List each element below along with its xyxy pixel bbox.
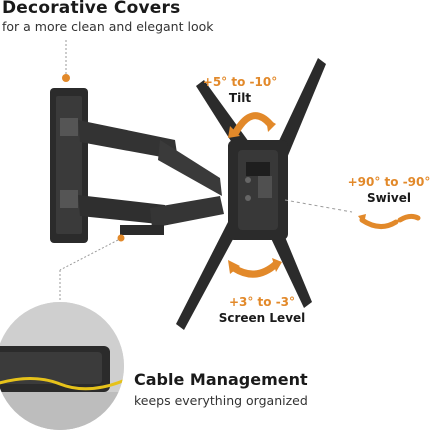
tilt-range: +5° to -10° — [202, 75, 278, 89]
tilt-callout: +5° to -10° Tilt — [200, 74, 280, 106]
callout-dot-icon — [62, 74, 70, 82]
cable-callout-dot — [117, 234, 125, 242]
level-callout: +3° to -3° Screen Level — [212, 294, 312, 326]
arm-bracket — [120, 225, 164, 235]
swivel-range: +90° to -90° — [347, 175, 431, 189]
upper-arm — [78, 120, 178, 160]
cable-management-title: Cable Management — [134, 370, 308, 389]
lower-arm-2 — [150, 196, 224, 228]
cover-hinge-top — [60, 118, 78, 136]
head-bolt — [258, 176, 272, 198]
head-screw-2 — [245, 177, 251, 183]
swivel-axis-line — [284, 199, 353, 213]
lower-arm — [78, 195, 168, 225]
cable-callout-line — [59, 239, 119, 271]
level-arrow-icon — [230, 260, 280, 278]
vesa-arm-br — [268, 220, 312, 308]
level-label: Screen Level — [218, 311, 306, 325]
head-screw — [245, 195, 251, 201]
head-slot-top — [246, 162, 270, 176]
cover-hinge-bottom — [60, 190, 78, 208]
vesa-arm-bl — [176, 222, 238, 330]
swivel-arrow-icon — [359, 217, 399, 229]
decorative-cover — [56, 96, 82, 234]
level-range: +3° to -3° — [228, 295, 296, 309]
swivel-label: Swivel — [367, 191, 411, 205]
cable-management-subtitle: keeps everything organized — [134, 393, 308, 408]
swivel-callout: +90° to -90° Swivel — [344, 174, 434, 206]
decorative-covers-subtitle: for a more clean and elegant look — [2, 19, 214, 34]
tilt-arrow-icon — [232, 112, 274, 136]
upper-arm-2 — [158, 140, 222, 196]
tilt-label: Tilt — [228, 91, 252, 105]
decorative-covers-title: Decorative Covers — [2, 0, 181, 18]
